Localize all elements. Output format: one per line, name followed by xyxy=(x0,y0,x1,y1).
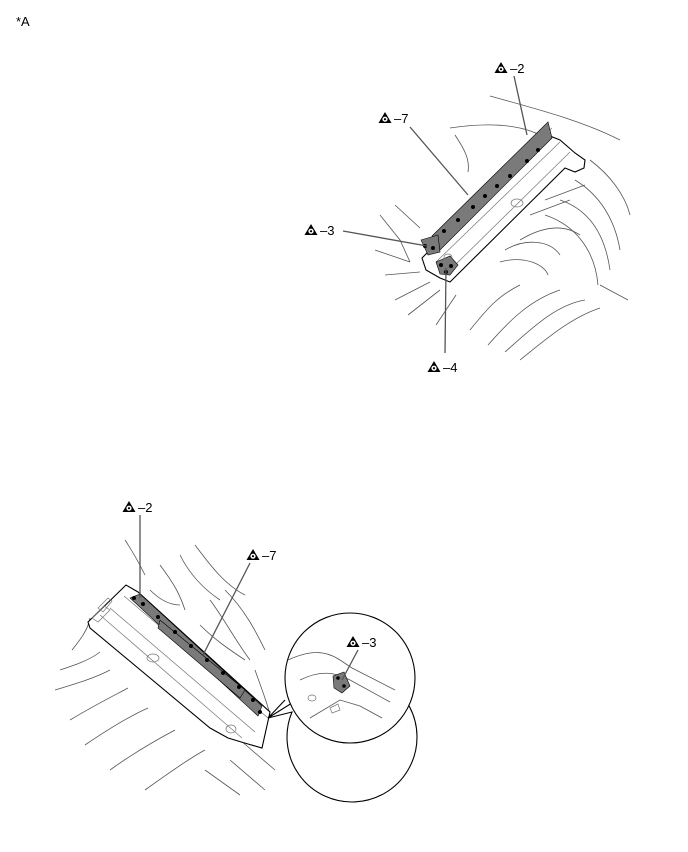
svg-text:–7: –7 xyxy=(394,111,408,126)
top-leader-7 xyxy=(409,126,469,196)
top-callout-2: –2 xyxy=(494,61,524,76)
top-leader-2 xyxy=(513,75,528,136)
bottom-background-lines xyxy=(54,539,276,796)
bottom-leader-3 xyxy=(341,649,359,681)
top-callout-4: –4 xyxy=(427,360,457,375)
weld-symbol-icon xyxy=(378,112,392,123)
weld-symbol-icon xyxy=(494,62,508,73)
bottom-callout-2: –2 xyxy=(122,500,152,515)
weld-symbol-icon xyxy=(427,361,441,372)
svg-text:–3: –3 xyxy=(362,635,376,650)
bottom-rail xyxy=(87,584,286,749)
bottom-callout-3: –3 xyxy=(346,635,376,650)
svg-text:–2: –2 xyxy=(510,61,524,76)
top-leader-4 xyxy=(444,267,447,354)
svg-text:–7: –7 xyxy=(262,548,276,563)
top-callout-7: –7 xyxy=(378,111,408,126)
view-label: *A xyxy=(16,14,30,29)
weld-symbol-icon xyxy=(246,549,260,560)
bottom-leader-7 xyxy=(202,562,251,656)
top-rail xyxy=(420,121,586,283)
top-view: –2 –7 –3 –4 xyxy=(304,61,631,375)
bottom-callout-7: –7 xyxy=(246,548,276,563)
svg-text:–3: –3 xyxy=(320,223,334,238)
svg-text:–2: –2 xyxy=(138,500,152,515)
top-background-lines xyxy=(374,95,631,361)
top-leader-3 xyxy=(342,230,428,247)
bottom-view: –2 –7 –3 xyxy=(54,500,418,803)
weld-symbol-icon xyxy=(304,224,318,235)
top-callout-3: –3 xyxy=(304,223,334,238)
svg-text:–4: –4 xyxy=(443,360,457,375)
detail-magnifier xyxy=(267,612,418,803)
weld-symbol-icon xyxy=(122,501,136,512)
